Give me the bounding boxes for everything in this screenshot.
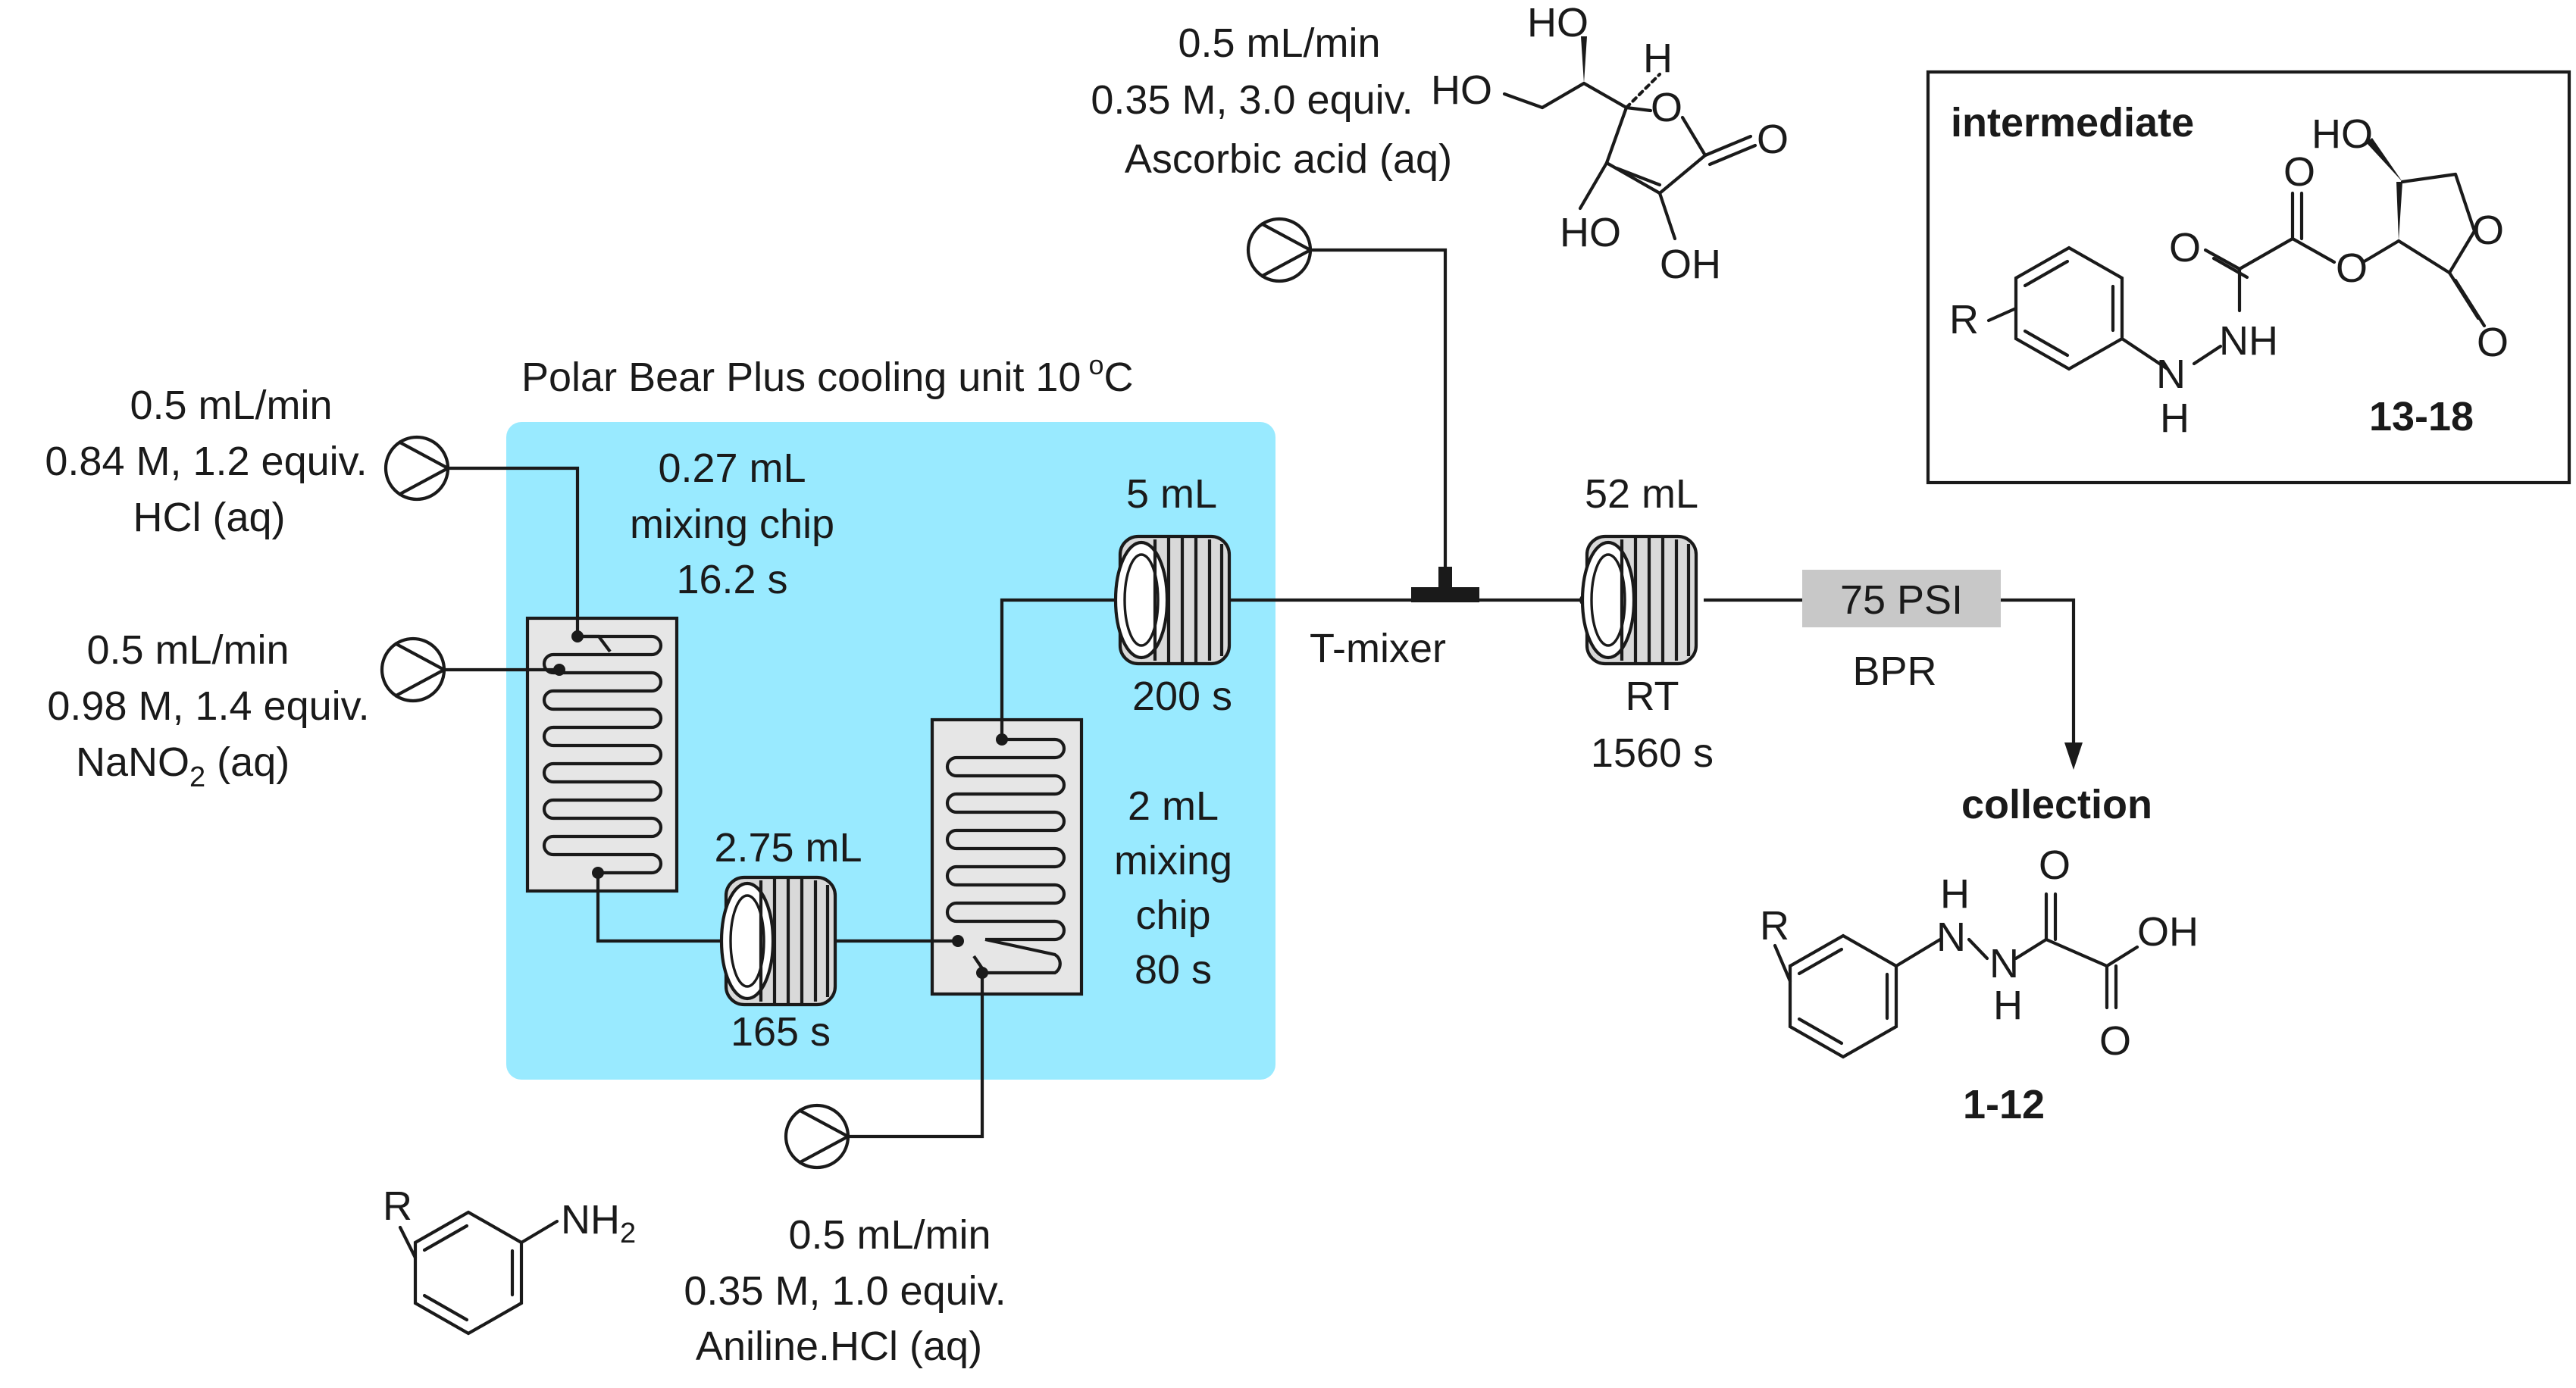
coil1-time: 165 s (731, 1009, 831, 1055)
line-chip1-to-coil1 (596, 873, 726, 943)
chip2-time: 80 s (1135, 947, 1212, 993)
intermediate-NH: NH (2219, 318, 2278, 364)
junction-dot (996, 733, 1008, 746)
hcl-conc: 0.84 M, 1.2 equiv. (45, 439, 367, 484)
product-compound-number: 1-12 (1963, 1082, 2045, 1127)
coil-3 (1580, 534, 1698, 666)
intermediate-title: intermediate (1951, 100, 2194, 145)
chip2-channel (945, 737, 1066, 975)
product-structure (1773, 892, 2139, 1059)
intermediate-R: R (1949, 297, 1979, 342)
bpr-value: 75 PSI (1840, 577, 1963, 623)
ascorbic-acid-structure (1502, 36, 1758, 241)
chip1-volume: 0.27 mL (658, 445, 806, 491)
ascorbic-OH-right: OH (1660, 242, 1721, 287)
intermediate-N-lower: N (2156, 352, 2186, 397)
ascorbic-HO-top: HO (1527, 0, 1588, 45)
aniline-R: R (383, 1183, 412, 1229)
product-O-bottom: O (2099, 1018, 2131, 1064)
coil-1 (719, 875, 837, 1007)
intermediate-O-carbonyl: O (2477, 320, 2509, 365)
nitrite-conc: 0.98 M, 1.4 equiv. (47, 683, 369, 729)
ascorbic-rate: 0.5 mL/min (1178, 20, 1380, 66)
coil1-volume: 2.75 mL (714, 825, 862, 871)
junction-dot (571, 630, 584, 642)
intermediate-O-top: O (2283, 149, 2315, 195)
line-bpr-to-collection (2001, 598, 2076, 758)
intermediate-box (1926, 70, 2571, 485)
junction-dot (592, 867, 604, 879)
mixing-chip-2 (930, 717, 1084, 996)
ascorbic-O-ring: O (1651, 85, 1682, 130)
product-N-bottom: N (1989, 941, 2019, 986)
coil3-time: 1560 s (1591, 730, 1714, 776)
chip1-inlet-fork (580, 634, 612, 653)
pump-hcl (383, 435, 452, 502)
ascorbic-O-carbonyl: O (1757, 117, 1789, 162)
product-R: R (1760, 903, 1789, 949)
ascorbic-HO-left: HO (1560, 210, 1621, 255)
collection-arrowhead (2064, 742, 2083, 770)
coil-2 (1113, 534, 1232, 666)
chip2-volume: 2 mL (1128, 783, 1219, 829)
hcl-rate: 0.5 mL/min (130, 383, 332, 428)
aniline-reagent: Aniline.HCl (aq) (696, 1324, 982, 1369)
hcl-reagent: HCl (aq) (133, 495, 285, 540)
intermediate-HO: HO (2312, 111, 2373, 157)
product-H-top: H (1940, 871, 1970, 917)
product-O-top: O (2039, 842, 2071, 888)
chip1-channel (542, 634, 663, 875)
line-ascorbic-to-tmixer (1310, 248, 1448, 587)
coil2-time: 200 s (1132, 674, 1232, 719)
intermediate-H-lower: H (2160, 395, 2189, 441)
chip1-time: 16.2 s (676, 557, 787, 602)
aniline-NH2: NH2 (561, 1197, 636, 1249)
coil3-temp: RT (1625, 674, 1679, 719)
junction-dot (952, 935, 964, 947)
intermediate-O-left: O (2169, 225, 2201, 270)
cooling-unit-box (506, 422, 1275, 1080)
t-mixer (1411, 567, 1479, 602)
ascorbic-reagent: Ascorbic acid (aq) (1125, 136, 1452, 182)
aniline-rate: 0.5 mL/min (788, 1212, 991, 1258)
aniline-conc: 0.35 M, 1.0 equiv. (684, 1268, 1006, 1314)
collection-label: collection (1961, 782, 2152, 827)
intermediate-structure (1986, 138, 2487, 371)
line-aniline-to-chip2 (848, 973, 984, 1139)
intermediate-compound-number: 13-18 (2369, 394, 2474, 439)
tmixer-label: T-mixer (1310, 626, 1446, 671)
ascorbic-conc: 0.35 M, 3.0 equiv. (1091, 77, 1413, 123)
product-H-bottom: H (1993, 983, 2023, 1028)
line-chip2-to-coil2 (1000, 598, 1120, 739)
bpr-box (1802, 570, 2001, 627)
line-hcl-to-chip1 (448, 466, 580, 635)
mixing-chip-1 (525, 616, 679, 893)
intermediate-O-ring: O (2472, 208, 2504, 253)
coil3-volume: 52 mL (1585, 471, 1698, 517)
aniline-structure (398, 1210, 559, 1336)
coil2-volume: 5 mL (1126, 471, 1217, 517)
pump-aniline (784, 1103, 852, 1170)
nitrite-rate: 0.5 mL/min (86, 627, 289, 673)
ascorbic-H: H (1643, 36, 1673, 81)
product-N-top: N (1936, 914, 1966, 960)
chip2-name1: mixing (1114, 838, 1232, 883)
pump-nitrite (380, 636, 448, 703)
intermediate-O-ester: O (2336, 245, 2368, 291)
chip1-name: mixing chip (630, 502, 834, 547)
pump-ascorbic (1246, 217, 1314, 283)
junction-dot (976, 967, 988, 979)
product-OH: OH (2137, 909, 2199, 955)
chip2-name2: chip (1135, 893, 1210, 938)
nitrite-reagent: NaNO2 (aq) (76, 739, 290, 793)
junction-dot (553, 664, 565, 676)
bpr-label: BPR (1852, 649, 1936, 694)
ascorbic-HO-chain: HO (1431, 67, 1492, 113)
